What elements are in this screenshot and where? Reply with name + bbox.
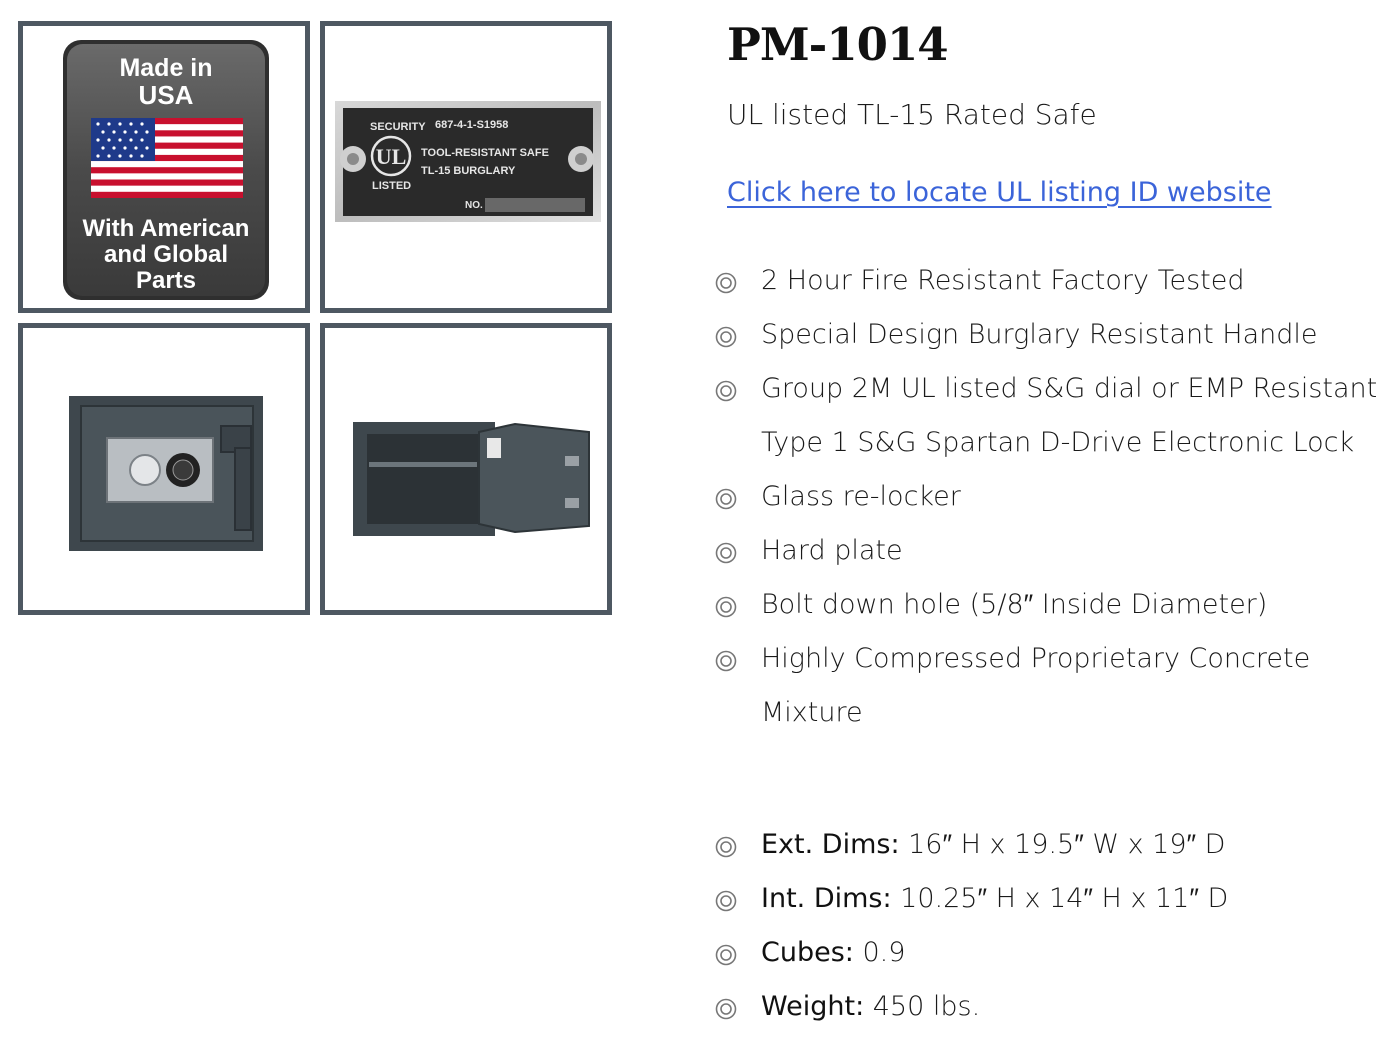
badge-text-bottom-1: With American [83,215,250,242]
target-circle-icon [715,944,737,966]
spec-value: 10.25″ H x 14″ H x 11″ D [891,883,1229,914]
list-item: 2 Hour Fire Resistant Factory Tested [715,254,1385,308]
gallery-thumb-made-in-usa[interactable]: Made in USA W [18,21,310,313]
target-circle-icon [715,998,737,1020]
badge-text-top-1: Made in [119,54,212,82]
feature-text: Hard plate [761,535,903,566]
ul-listing-plate-image: SECURITY 687-4-1-S1958 UL LISTED TOOL-RE… [335,101,601,222]
list-item: Cubes: 0.9 [715,926,1385,980]
keypad-icon [129,454,161,486]
badge-text-bottom-2: and Global [104,241,228,268]
safe-closed-image [69,396,263,551]
plate-security-label: SECURITY [370,121,426,133]
list-item: Group 2M UL listed S&G dial or EMP Resis… [715,362,1385,470]
plate-no-label: NO. [465,200,483,211]
list-item: Hard plate [715,524,1385,578]
spec-value: 0.9 [853,937,906,968]
product-subtitle: UL listed TL-15 Rated Safe [727,98,1097,131]
ul-logo-icon: UL [370,135,412,177]
list-item: Glass re-locker [715,470,1385,524]
gallery-thumb-safe-closed[interactable] [18,323,310,615]
feature-text: Special Design Burglary Resistant Handle [761,319,1318,350]
spec-label: Weight: [761,991,865,1022]
ul-listing-link[interactable]: Click here to locate UL listing ID websi… [727,177,1272,208]
target-circle-icon [715,650,737,672]
plate-number: 687-4-1-S1958 [435,119,508,131]
badge-text-bottom-3: Parts [136,267,196,294]
target-circle-icon [715,890,737,912]
list-item: Weight: 450 lbs. [715,980,1385,1034]
target-circle-icon [715,380,737,402]
safe-open-image [353,422,590,536]
svg-text:UL: UL [376,144,407,169]
product-image-gallery: Made in USA W [18,21,620,623]
american-flag-icon [91,118,243,198]
made-in-usa-badge-image: Made in USA W [63,40,269,300]
feature-text: Highly Compressed Proprietary Concrete M… [761,643,1311,728]
target-circle-icon [715,596,737,618]
plate-line-1: TOOL-RESISTANT SAFE [421,147,549,159]
target-circle-icon [715,542,737,564]
badge-text-top-2: USA [139,80,194,110]
spec-label: Int. Dims: [761,883,892,914]
list-item: Ext. Dims: 16″ H x 19.5″ W x 19″ D [715,818,1385,872]
list-item: Bolt down hole (5/8″ Inside Diameter) [715,578,1385,632]
plate-line-2: TL-15 BURGLARY [421,165,516,177]
list-item: Highly Compressed Proprietary Concrete M… [715,632,1385,740]
spec-value: 16″ H x 19.5″ W x 19″ D [899,829,1226,860]
target-circle-icon [715,272,737,294]
target-circle-icon [715,488,737,510]
gallery-thumb-safe-open[interactable] [320,323,612,615]
target-circle-icon [715,326,737,348]
plate-listed-label: LISTED [372,180,411,192]
target-circle-icon [715,836,737,858]
list-item: Special Design Burglary Resistant Handle [715,308,1385,362]
product-title: PM-1014 [727,18,949,71]
spec-label: Cubes: [761,937,854,968]
spec-list: Ext. Dims: 16″ H x 19.5″ W x 19″ D Int. … [715,818,1385,1034]
gallery-thumb-ul-plate[interactable]: SECURITY 687-4-1-S1958 UL LISTED TOOL-RE… [320,21,612,313]
feature-text: Group 2M UL listed S&G dial or EMP Resis… [761,373,1378,458]
feature-text: Bolt down hole (5/8″ Inside Diameter) [761,589,1268,620]
feature-text: Glass re-locker [761,481,961,512]
spec-label: Ext. Dims: [761,829,900,860]
spec-value: 450 lbs. [864,991,981,1022]
feature-list: 2 Hour Fire Resistant Factory Tested Spe… [715,254,1385,740]
list-item: Int. Dims: 10.25″ H x 14″ H x 11″ D [715,872,1385,926]
feature-text: 2 Hour Fire Resistant Factory Tested [761,265,1245,296]
